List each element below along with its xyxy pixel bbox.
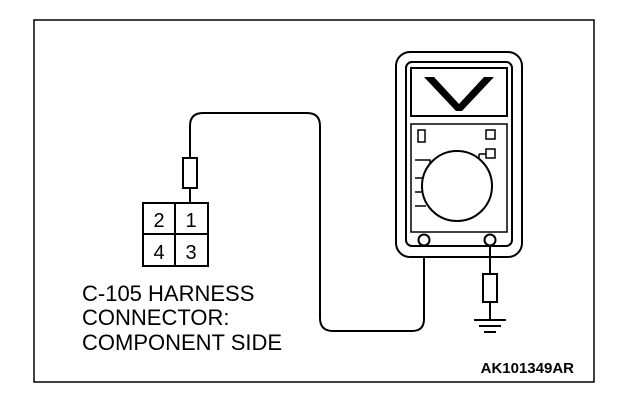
probe-tip xyxy=(182,157,198,206)
connector-caption-line: C-105 HARNESS xyxy=(82,281,254,306)
multimeter xyxy=(395,51,523,258)
connector-caption-line: COMPONENT SIDE xyxy=(82,330,282,355)
terminal-positive xyxy=(483,233,497,247)
button-icon xyxy=(485,129,496,140)
ground-probe xyxy=(482,246,498,320)
terminal-com xyxy=(417,233,431,247)
pin-label: 3 xyxy=(185,242,196,264)
harness-connector: 2 1 4 3 xyxy=(142,202,209,267)
volt-symbol-icon xyxy=(424,77,494,111)
switch-icon xyxy=(417,129,426,143)
pin-label: 4 xyxy=(153,242,164,264)
selector-dial xyxy=(421,150,493,222)
connector-caption-line: CONNECTOR: xyxy=(82,305,230,330)
figure-code: AK101349AR xyxy=(481,360,575,377)
pin-label: 1 xyxy=(185,210,196,232)
diagram-frame xyxy=(33,19,595,383)
ground-icon xyxy=(474,319,506,333)
probe-wire xyxy=(189,112,425,332)
range-ticks xyxy=(415,159,431,207)
pin-label: 2 xyxy=(153,210,164,232)
